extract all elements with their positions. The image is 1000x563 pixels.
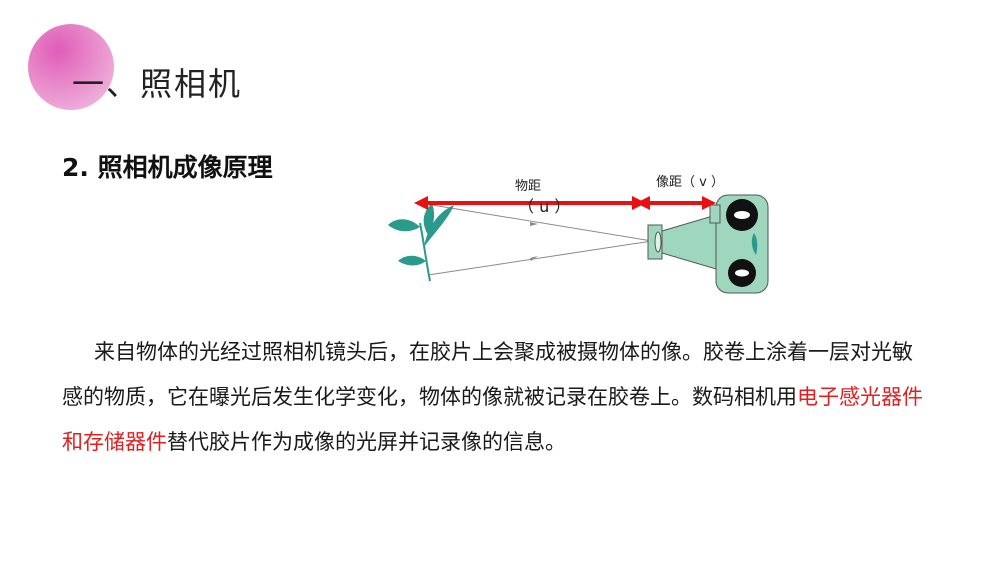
ray-arrowhead-bottom (530, 256, 538, 261)
paragraph-text-2: 替代胶片作为成像的光屏并记录像的信息。 (167, 430, 566, 454)
paragraph-text-1: 来自物体的光经过照相机镜头后，在胶片上会聚成被摄物体的像。胶卷上涂着一层对光敏感… (62, 340, 913, 409)
camera-imaging-diagram: 物距 （ u ） 像距（ v ） (380, 165, 780, 300)
paragraph-highlight: 电子感光器件和存储器件 (62, 385, 923, 454)
light-ray-top (419, 202, 653, 242)
object-distance-label: 物距 (515, 179, 542, 194)
camera-body (647, 194, 769, 294)
image-distance-arrow (636, 196, 716, 210)
diagram-svg (388, 194, 769, 294)
light-ray-bottom (427, 240, 653, 276)
slide-title: 一、照相机 (72, 65, 243, 103)
title-decoration-circle (28, 24, 114, 110)
explanation-paragraph: 来自物体的光经过照相机镜头后，在胶片上会聚成被摄物体的像。胶卷上涂着一层对光敏感… (62, 330, 932, 465)
ray-arrowhead-top (530, 222, 538, 226)
image-distance-label: 像距（ v ） (656, 175, 724, 190)
plant-object (388, 203, 454, 282)
object-distance-symbol: （ u ） (518, 197, 571, 216)
section-heading: 2. 照相机成像原理 (62, 153, 273, 182)
